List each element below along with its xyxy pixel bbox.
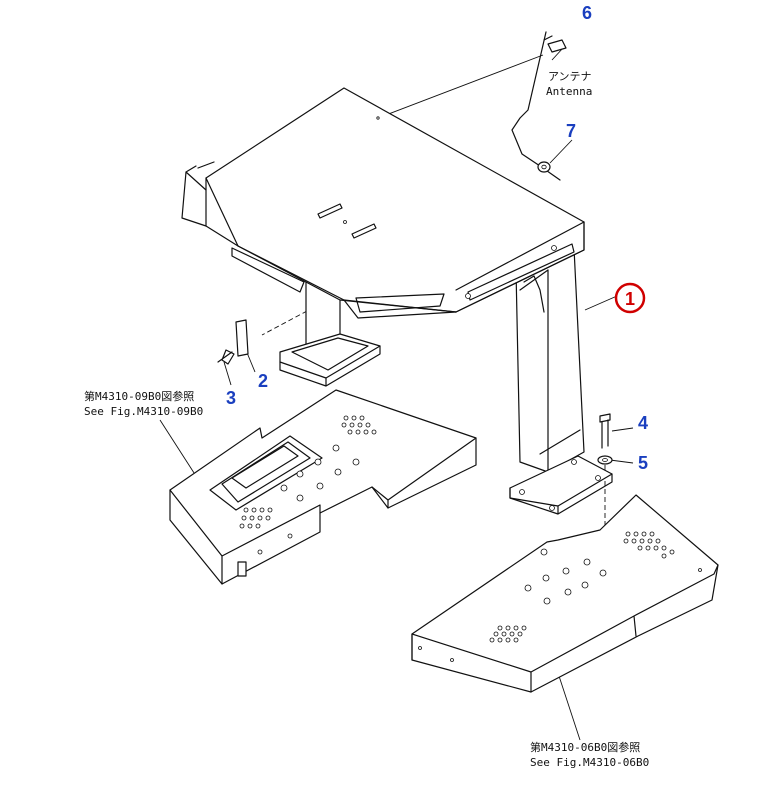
control-stand-part-1 xyxy=(181,87,613,515)
left-plate-holes xyxy=(239,415,377,555)
right-plate-holes xyxy=(418,531,702,662)
antenna-label-en: Antenna xyxy=(546,85,592,98)
bolt-part-4 xyxy=(599,413,611,449)
leader-lines xyxy=(159,47,634,741)
nut-part-7 xyxy=(537,161,551,173)
callout-3: 3 xyxy=(226,388,236,408)
bolt-part-6 xyxy=(547,39,567,53)
callout-7: 7 xyxy=(566,121,576,141)
washer-part-5 xyxy=(597,455,613,465)
clip-part-3 xyxy=(217,349,235,365)
antenna xyxy=(511,31,561,181)
left-floor-plate xyxy=(169,389,477,585)
plate-part-2 xyxy=(235,319,249,357)
ref-left-jp: 第M4310-09B0図参照 xyxy=(84,389,194,403)
antenna-label-jp: アンテナ xyxy=(548,70,592,83)
callout-5: 5 xyxy=(638,453,648,473)
ref-right-en: See Fig.M4310-06B0 xyxy=(530,756,649,769)
callout-1: 1 xyxy=(625,289,635,309)
callouts: 1 2 3 4 5 6 7 xyxy=(226,3,648,473)
right-floor-plate xyxy=(411,494,719,693)
ref-right-jp: 第M4310-06B0図参照 xyxy=(530,740,640,754)
callout-1-circle xyxy=(614,282,646,314)
callout-2: 2 xyxy=(258,371,268,391)
ref-left-en: See Fig.M4310-09B0 xyxy=(84,405,203,418)
callout-6: 6 xyxy=(582,3,592,23)
annotations: アンテナ Antenna 第M4310-09B0図参照 See Fig.M431… xyxy=(84,70,649,769)
callout-4: 4 xyxy=(638,413,648,433)
